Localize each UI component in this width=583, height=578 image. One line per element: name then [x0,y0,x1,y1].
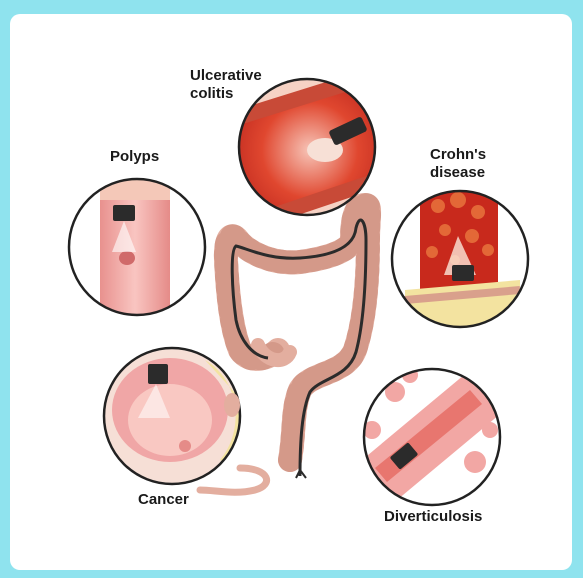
endoscope-icon [230,218,368,477]
crohns-disease-view [390,189,530,329]
polyps-view [67,177,207,317]
label-ulcerative-colitis: Ulcerative colitis [190,67,262,102]
label-polyps: Polyps [110,148,160,165]
diverticulosis-view [362,367,502,507]
label-cancer: Cancer [138,491,189,508]
ulcerative-colitis-view [237,77,377,217]
cancer-view [102,346,270,496]
label-diverticulosis: Diverticulosis [384,508,483,525]
label-crohns-disease: Crohn's disease [430,146,487,181]
